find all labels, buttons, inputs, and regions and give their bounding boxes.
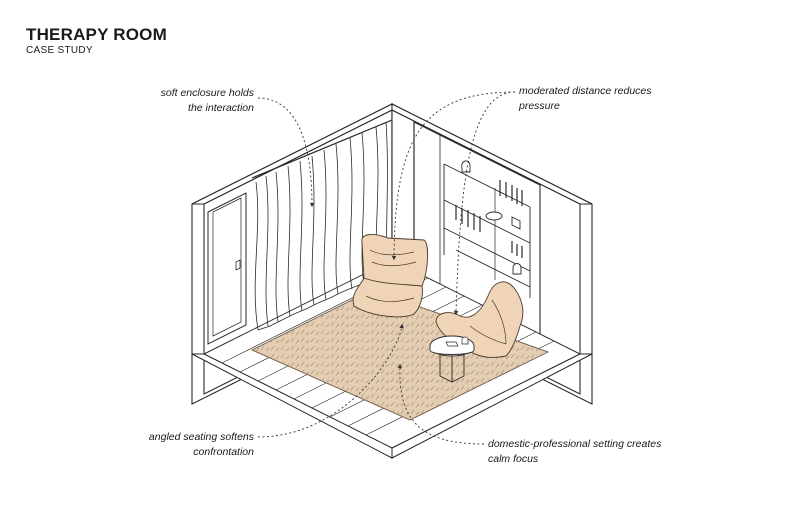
page-subtitle: CASE STUDY xyxy=(26,45,93,56)
page-title: THERAPY ROOM xyxy=(26,25,167,44)
shelving xyxy=(443,160,531,298)
annotation-line: pressure xyxy=(519,100,560,112)
annotation-leaders xyxy=(257,91,516,445)
annotation-line: soft enclosure holds xyxy=(160,87,254,99)
annotation-line: moderated distance reduces xyxy=(519,85,652,97)
rug xyxy=(250,289,550,421)
annotation-line: domestic-professional setting creates xyxy=(488,438,662,450)
annotation-angled-seating: angled seating softens confrontation xyxy=(120,430,254,460)
chair-left xyxy=(352,234,429,318)
annotation-soft-enclosure: soft enclosure holds the interaction xyxy=(130,86,254,116)
annotation-line: angled seating softens xyxy=(148,431,254,443)
annotation-line: the interaction xyxy=(188,102,254,114)
annotation-moderated-distance: moderated distance reduces pressure xyxy=(519,84,689,114)
annotation-line: confrontation xyxy=(193,446,254,458)
annotation-line: calm focus xyxy=(488,453,539,465)
side-table xyxy=(429,335,475,383)
annotation-domestic-setting: domestic-professional setting creates ca… xyxy=(488,437,698,467)
door xyxy=(207,192,247,345)
